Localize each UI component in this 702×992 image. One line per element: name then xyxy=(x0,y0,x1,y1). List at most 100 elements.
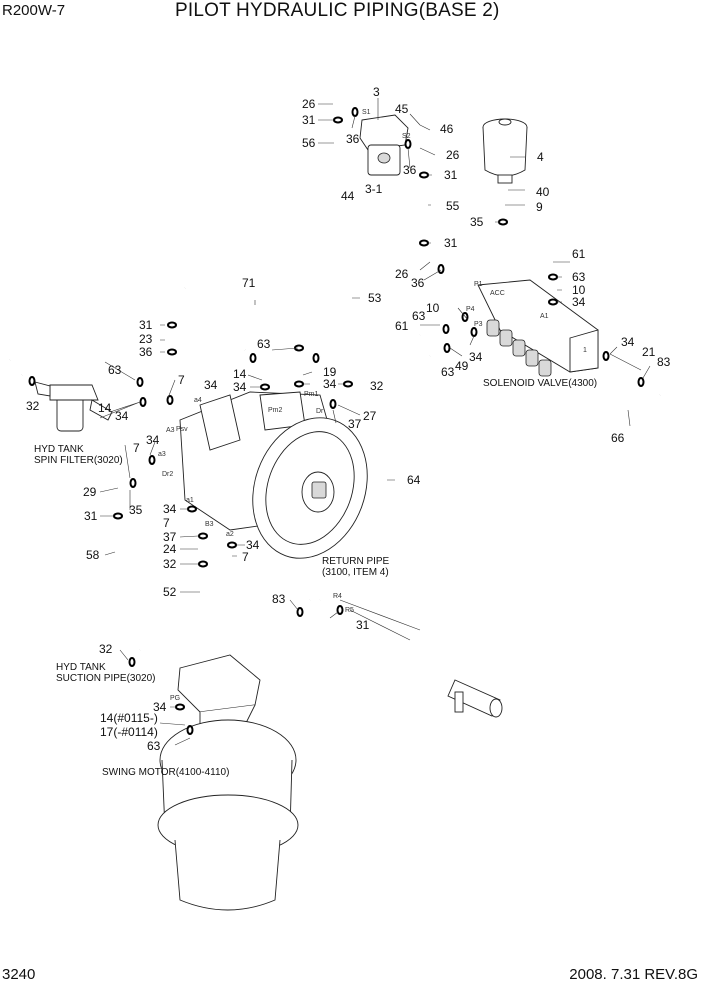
callout: 45 xyxy=(395,102,409,116)
callout: 4 xyxy=(537,150,544,164)
port-label-Pm1: Pm1 xyxy=(304,391,319,398)
note-return-pipe-1: RETURN PIPE xyxy=(322,556,390,567)
callout: 24 xyxy=(163,542,177,556)
note-return-pipe-2: (3100, ITEM 4) xyxy=(322,567,389,578)
callout: 37 xyxy=(348,417,362,431)
callout: 21 xyxy=(642,345,656,359)
callout: 31 xyxy=(444,168,458,182)
spin-filter xyxy=(34,381,113,432)
solenoid-coils xyxy=(486,319,552,377)
callout: 44 xyxy=(341,189,355,203)
callout: 35 xyxy=(129,503,143,517)
port-label-Dr: Dr xyxy=(316,408,324,415)
callout: 34 xyxy=(115,409,129,423)
note-solenoid-valve: SOLENOID VALVE(4300) xyxy=(483,378,597,389)
callout: 34 xyxy=(572,295,586,309)
callout: 34 xyxy=(323,377,337,391)
callout: 36 xyxy=(403,163,417,177)
callout: 83 xyxy=(657,355,671,369)
port-label-P1: P1 xyxy=(474,281,483,288)
port-label-a2: a2 xyxy=(226,531,234,538)
callout: 32 xyxy=(99,642,113,656)
callout-17-serial: 17(-#0114) xyxy=(100,725,158,739)
note-suction-2: SUCTION PIPE(3020) xyxy=(56,673,155,684)
pipe-56 xyxy=(21,139,340,376)
callout: 46 xyxy=(440,122,454,136)
leader-lines xyxy=(99,98,651,746)
port-label-B3: B3 xyxy=(205,521,214,528)
callout: 19 xyxy=(323,365,337,379)
revision-date: 2008. 7.31 REV.8G xyxy=(569,966,698,983)
callout: 10 xyxy=(572,283,586,297)
callout: 83 xyxy=(272,592,286,606)
callout: 56 xyxy=(302,136,316,150)
callout: 31 xyxy=(302,113,316,127)
pipe-63-cross xyxy=(319,333,421,358)
pipe-52 xyxy=(139,580,207,652)
callout: 3-1 xyxy=(365,182,383,196)
port-label-PG: PG xyxy=(170,695,180,702)
callout: 61 xyxy=(395,319,409,333)
callout: 52 xyxy=(163,585,177,599)
callout: 71 xyxy=(242,276,256,290)
callout: 31 xyxy=(356,618,370,632)
accumulator xyxy=(482,118,528,184)
port-label-P4: P4 xyxy=(466,306,475,313)
callout: 31 xyxy=(84,509,98,523)
callout: 31 xyxy=(139,318,153,332)
callout: 3 xyxy=(373,85,380,99)
port-label-S1: S1 xyxy=(362,109,371,116)
callout: 10 xyxy=(426,301,440,315)
port-label-A1: A1 xyxy=(540,313,549,320)
callout: 63 xyxy=(441,365,455,379)
port-label-a3: a3 xyxy=(158,451,166,458)
callout: 7 xyxy=(163,516,170,530)
callout: 34 xyxy=(146,433,160,447)
callout: 34 xyxy=(246,538,260,552)
pipe-61 xyxy=(139,224,558,382)
callout: 26 xyxy=(302,97,316,111)
callout: 66 xyxy=(611,431,625,445)
port-label-Dr2: Dr2 xyxy=(162,471,173,478)
callout: 34 xyxy=(233,380,247,394)
callout: 58 xyxy=(86,548,100,562)
callout: 23 xyxy=(139,332,153,346)
pipe-66 xyxy=(266,394,661,704)
pipe-71 xyxy=(210,302,307,351)
callout: 36 xyxy=(346,132,360,146)
line-filter xyxy=(359,114,409,176)
callout: 36 xyxy=(411,276,425,290)
pipe-53 xyxy=(9,223,352,375)
callout: 40 xyxy=(536,185,550,199)
callout: 35 xyxy=(470,215,484,229)
note-swing-motor: SWING MOTOR(4100-4110) xyxy=(102,767,229,778)
callout: 34 xyxy=(163,502,177,516)
page-number: 3240 xyxy=(2,966,36,983)
callout: 7 xyxy=(242,550,249,564)
callout: 37 xyxy=(163,530,177,544)
callout: 7 xyxy=(178,373,185,387)
port-labels: S1 S2 P1 P4 P3 A3 a3 a4 Dr2 Psv Pm1 Pm2 … xyxy=(158,109,587,702)
callout: 61 xyxy=(572,247,586,261)
model-number: R200W-7 xyxy=(2,2,66,19)
callout: 34 xyxy=(469,350,483,364)
port-label-A3: A3 xyxy=(166,427,175,434)
callout: 9 xyxy=(536,200,543,214)
callout: 14 xyxy=(98,401,112,415)
pipe-58 xyxy=(116,530,311,618)
callout: 34 xyxy=(153,700,167,714)
port-label-Pm2: Pm2 xyxy=(268,407,283,414)
port-label-1: 1 xyxy=(583,347,587,354)
callout: 32 xyxy=(163,557,177,571)
callout: 27 xyxy=(363,409,377,423)
callout: 34 xyxy=(204,378,218,392)
callout: 63 xyxy=(257,337,271,351)
port-label-ACC: ACC xyxy=(490,290,505,297)
callout: 14 xyxy=(233,367,247,381)
callout: 53 xyxy=(368,291,382,305)
pipes xyxy=(9,139,661,772)
tank-pipe-end xyxy=(447,679,503,718)
callouts: 26 31 56 3 36 45 46 26 36 31 4 40 9 44 3… xyxy=(26,85,671,753)
page-title: PILOT HYDRAULIC PIPING(BASE 2) xyxy=(175,0,500,21)
